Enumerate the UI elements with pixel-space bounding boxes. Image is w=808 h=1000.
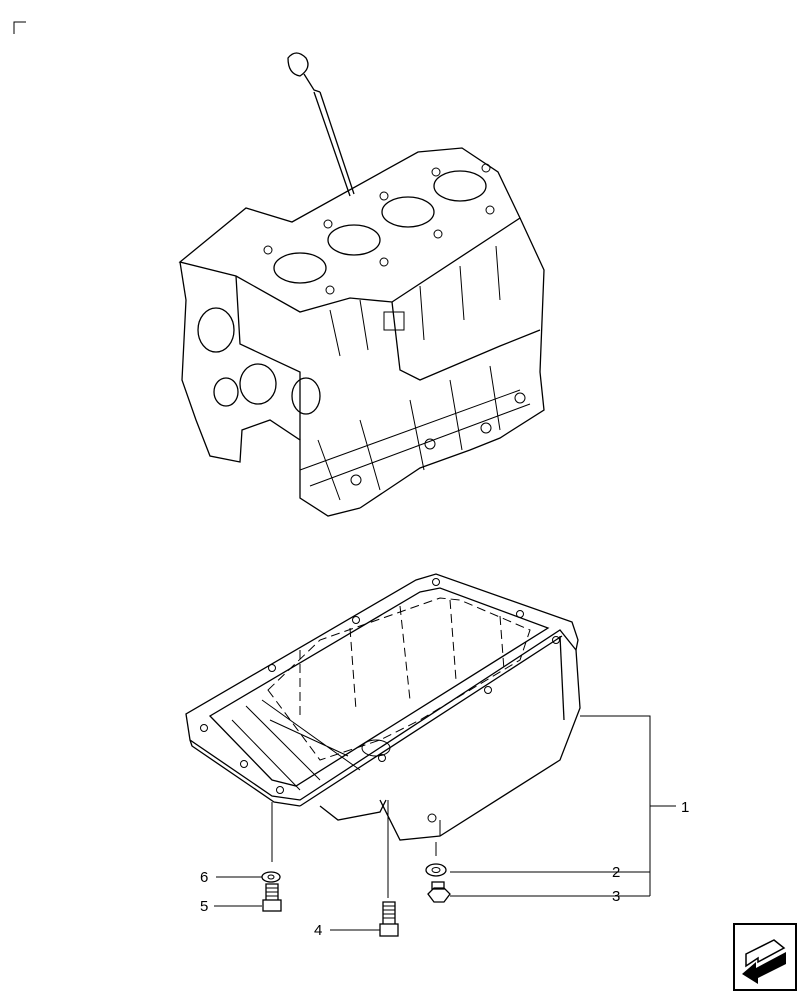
callout-5: 5 xyxy=(200,898,208,915)
drain-plug-washer xyxy=(425,863,447,877)
engine-block xyxy=(178,52,545,517)
bolt-washer xyxy=(261,871,281,883)
callout-3: 3 xyxy=(612,888,620,905)
callout-1: 1 xyxy=(681,799,689,816)
oil-pan xyxy=(185,573,581,841)
leader-lines xyxy=(214,715,676,931)
arrow-navigation-icon[interactable] xyxy=(733,923,797,991)
pan-bolt xyxy=(379,901,399,937)
callout-2: 2 xyxy=(612,864,620,881)
dipstick xyxy=(287,52,355,197)
callout-6: 6 xyxy=(200,869,208,886)
corner-mark-icon xyxy=(13,21,26,34)
flange-bolt xyxy=(262,883,282,912)
callout-4: 4 xyxy=(314,922,322,939)
drain-plug xyxy=(427,881,451,903)
